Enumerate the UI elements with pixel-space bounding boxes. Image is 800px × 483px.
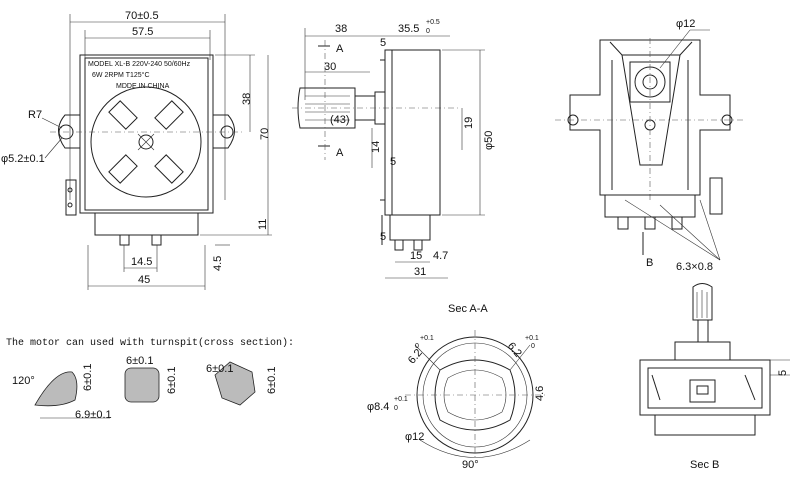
section-a-bottom: A: [336, 147, 344, 159]
section-aa-d5: φ12: [405, 431, 424, 443]
rear-section-b: B: [646, 257, 653, 269]
section-aa-d3: φ8.4: [367, 401, 389, 413]
section-aa-d3-tol: +0.1: [394, 396, 408, 403]
turnspit-caption: The motor can used with turnspit(cross s…: [6, 337, 294, 349]
label-power: 6W 2RPM T125°C: [92, 71, 150, 79]
rear-dim-63: 6.3×0.8: [676, 261, 713, 273]
section-b-dim-5: 5: [777, 370, 789, 376]
front-dim-145: 14.5: [131, 256, 152, 268]
section-aa-d1-tol2: 0: [415, 343, 419, 350]
side-dim-19: 19: [463, 117, 475, 129]
side-dim-5a: 5: [380, 37, 386, 49]
side-dim-5c: 5: [380, 231, 386, 243]
front-dim-hole: φ5.2±0.1: [1, 153, 45, 165]
side-dim-14: 14: [370, 141, 382, 153]
side-dim-43: (43): [330, 114, 350, 126]
section-aa: Sec A-A 6.2 +0.1 0 6.2 +0.1 0 φ8.4 +0.1 …: [367, 303, 546, 471]
front-dim-h11: 11: [257, 219, 269, 230]
front-dim-width: 70±0.5: [125, 10, 159, 22]
section-aa-d2-tol: +0.1: [525, 335, 539, 342]
rear-view: φ12 B 6.3×0.8: [555, 18, 745, 273]
front-dim-45v: 4.5: [212, 256, 224, 271]
side-dim-38: 38: [335, 23, 347, 35]
section-a-top: A: [336, 43, 344, 55]
section-b-title: Sec B: [690, 459, 719, 471]
side-dim-30: 30: [324, 61, 336, 73]
front-dim-inner: 57.5: [132, 26, 153, 38]
section-aa-d2-tol2: 0: [531, 343, 535, 350]
side-dim-355-tol2: 0: [426, 28, 430, 35]
front-dim-45: 45: [138, 274, 150, 286]
turnspit-angle: 120°: [12, 375, 35, 387]
turnspit-s1-w: 6.9±0.1: [75, 409, 112, 421]
front-dim-h38: 38: [241, 93, 253, 105]
front-dim-radius: R7: [28, 109, 42, 121]
section-b: 5 Sec B: [639, 283, 790, 471]
section-aa-d1-tol: +0.1: [420, 335, 434, 342]
side-dim-31: 31: [414, 266, 426, 278]
turnspit-s3-h: 6±0.1: [266, 367, 278, 394]
front-dim-h70: 70: [259, 128, 271, 140]
section-aa-angle: 90°: [462, 459, 479, 471]
section-aa-title: Sec A-A: [448, 303, 488, 315]
section-aa-d4: 4.6: [534, 386, 546, 401]
label-model: MODEL XL-B 220V-240 50/60Hz: [88, 61, 191, 68]
turnspit-s3-w: 6±0.1: [206, 363, 233, 375]
turnspit-s2-h: 6±0.1: [166, 367, 178, 394]
turnspit-s1-h: 6±0.1: [82, 364, 94, 391]
side-dim-355: 35.5: [398, 23, 419, 35]
side-dim-355-tol: +0.5: [426, 19, 440, 26]
side-dim-5b: 5: [390, 156, 396, 168]
side-dim-15: 15: [410, 250, 422, 262]
label-made: MDDE IN CHINA: [116, 83, 170, 90]
turnspit-s2-w: 6±0.1: [126, 355, 153, 367]
side-dim-phi50: φ50: [483, 131, 495, 150]
front-view: 70±0.5 57.5 MODEL XL-B 220V-240 50/60Hz …: [1, 10, 272, 290]
rear-dim-phi12: φ12: [676, 18, 695, 30]
side-dim-47: 4.7: [433, 250, 448, 262]
side-view: 38 35.5 +0.5 0 A 30 (43) 5 19 14 5 φ50: [292, 19, 495, 279]
section-aa-d3-tol2: 0: [394, 405, 398, 412]
turnspit-sections: The motor can used with turnspit(cross s…: [6, 337, 294, 421]
